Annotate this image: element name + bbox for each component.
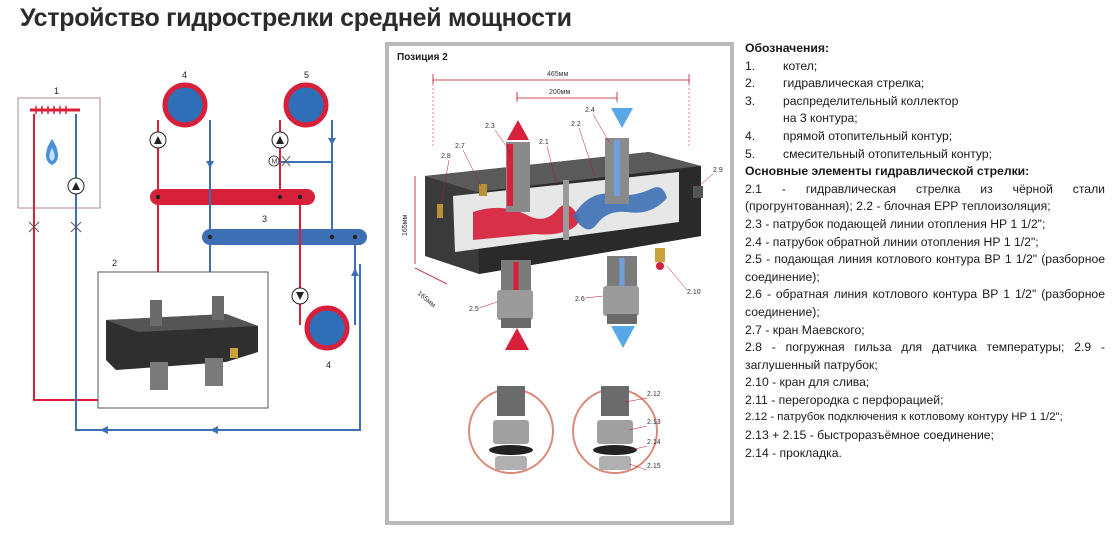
hydro-arrow-thumbnail [106,296,258,390]
dim-width: 465мм [547,71,568,78]
callouts: 2.3 2.1 2.2 2.4 2.7 2.8 2.9 2.10 2.5 2.6 [440,107,723,313]
elements-heading: Основные элементы гидравлической стрелки… [745,164,1030,179]
element-item: 2.11 - перегородка с перфорацией; [745,392,944,407]
element-item: 2.13 + 2.15 - быстроразъёмное соединение… [745,428,994,443]
return-out-arrow [611,326,635,348]
circuit-4-bottom-radiator [304,305,350,351]
label-arrow: 2 [112,258,117,268]
svg-text:2.12: 2.12 [647,391,661,398]
svg-text:2.1: 2.1 [539,139,549,146]
svg-text:2.4: 2.4 [585,107,595,114]
legend-item: 3.распределительный коллектор [745,93,959,108]
element-item: 2.3 - патрубок подающей линии отопления … [745,216,1046,231]
fitting-left [468,386,554,474]
element-item: 2.6 - обратная линия котлового контура В… [745,287,1105,319]
legend-item: 2.гидравлическая стрелка; [745,76,925,91]
detail-panel: Позиция 2 465мм 200мм 165мм 165мм [385,42,734,525]
dim-pipe-spacing: 200мм [549,89,570,96]
element-item: 2.5 - подающая линия котлового контура В… [745,252,1105,284]
return-in-arrow [611,108,633,128]
label-mixing: 5 [304,70,309,80]
supply-collector [150,189,315,205]
element-item: 2.4 - патрубок обратной линии отопления … [745,234,1039,249]
circuit-4-radiator [162,82,208,128]
element-item: 2.12 - патрубок подключения к котловому … [745,411,1063,424]
hydro-arrow-detail: 465мм 200мм 165мм 165мм [402,71,723,474]
svg-text:2.9: 2.9 [713,167,723,174]
legend-item: 5.смесительный отопительный контур; [745,146,993,161]
page-title: Устройство гидрострелки средней мощности [20,4,572,32]
svg-text:2.10: 2.10 [687,289,701,296]
element-item: 2.1 - гидравлическая стрелка из чёрной с… [745,181,1105,214]
legend-heading: Обозначения: [745,41,830,55]
element-item: 2.14 - прокладка. [745,445,842,460]
element-item: 2.8 - погружная гильза для датчика темпе… [745,340,1105,372]
dim-height: 165мм [402,215,409,236]
svg-text:2.5: 2.5 [469,306,479,313]
label-boiler: 1 [54,86,59,96]
boiler: 1 [17,86,101,209]
supply-in-arrow [505,328,529,350]
legend-item: 1.котел; [745,58,818,73]
circuit-5-radiator [283,82,329,128]
element-item: 2.7 - кран Маевского; [745,322,865,337]
svg-text:2.2: 2.2 [571,121,581,128]
element-item: 2.10 - кран для слива; [745,375,870,390]
svg-text:2.14: 2.14 [647,439,661,446]
svg-text:2.8: 2.8 [441,153,451,160]
fitting-right: 2.12 2.13 2.14 2.15 [572,386,661,474]
dim-depth: 165мм [416,290,437,309]
supply-out-arrow [507,120,529,140]
svg-text:2.7: 2.7 [455,143,465,150]
heating-scheme: 1 3 4 M 5 4 2 [17,70,367,434]
svg-text:2.6: 2.6 [575,296,585,303]
svg-text:2.15: 2.15 [647,463,661,470]
position-label: Позиция 2 [397,52,448,63]
svg-text:M: M [272,159,278,166]
pump-icon [72,182,80,190]
label-direct-bottom: 4 [326,360,331,370]
return-collector [202,229,367,245]
legend-item: на 3 контура; [783,111,858,126]
svg-text:2.3: 2.3 [485,123,495,130]
legend-item: 4.прямой отопительный контур; [745,128,953,143]
label-collector: 3 [262,214,267,224]
label-direct: 4 [182,70,187,80]
svg-text:2.13: 2.13 [647,419,661,426]
legend: Обозначения: 1.котел; 2.гидравлическая с… [745,40,1105,462]
